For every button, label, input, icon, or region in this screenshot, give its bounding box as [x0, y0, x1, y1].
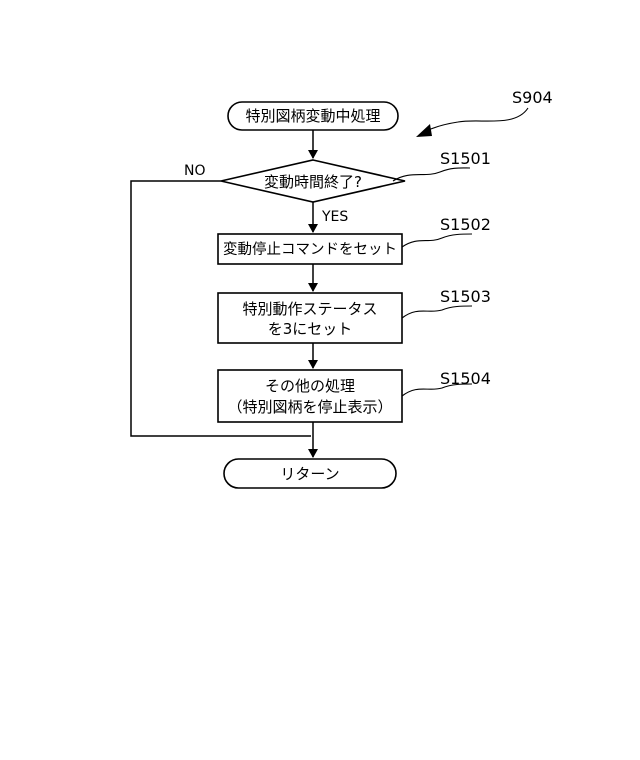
decision-yes-label: YES: [321, 209, 348, 225]
process-text-s1504-line1: その他の処理: [265, 377, 355, 395]
step-id-s1502: S1502: [440, 215, 491, 234]
step-id-s1504: S1504: [440, 369, 491, 388]
process-text-s1503-line2: を3にセット: [268, 320, 353, 338]
figure-label-arrow: [424, 108, 528, 132]
leader-s1502: [402, 234, 472, 247]
end-label: リターン: [280, 465, 339, 483]
decision-label: 変動時間終了?: [264, 173, 362, 191]
start-label: 特別図柄変動中処理: [245, 107, 380, 125]
process-text-s1503-line1: 特別動作ステータス: [242, 300, 377, 318]
decision-no-label: NO: [184, 163, 206, 179]
process-text-s1504-line2: （特別図柄を停止表示）: [227, 398, 392, 416]
leader-s1503: [402, 306, 472, 318]
step-id-s1501: S1501: [440, 149, 491, 168]
leader-s1501: [393, 168, 470, 181]
figure-label: S904: [512, 88, 553, 107]
process-text-s1502: 変動停止コマンドをセット: [223, 241, 397, 258]
step-id-s1503: S1503: [440, 287, 491, 306]
figure-label-arrowhead: [416, 124, 432, 137]
